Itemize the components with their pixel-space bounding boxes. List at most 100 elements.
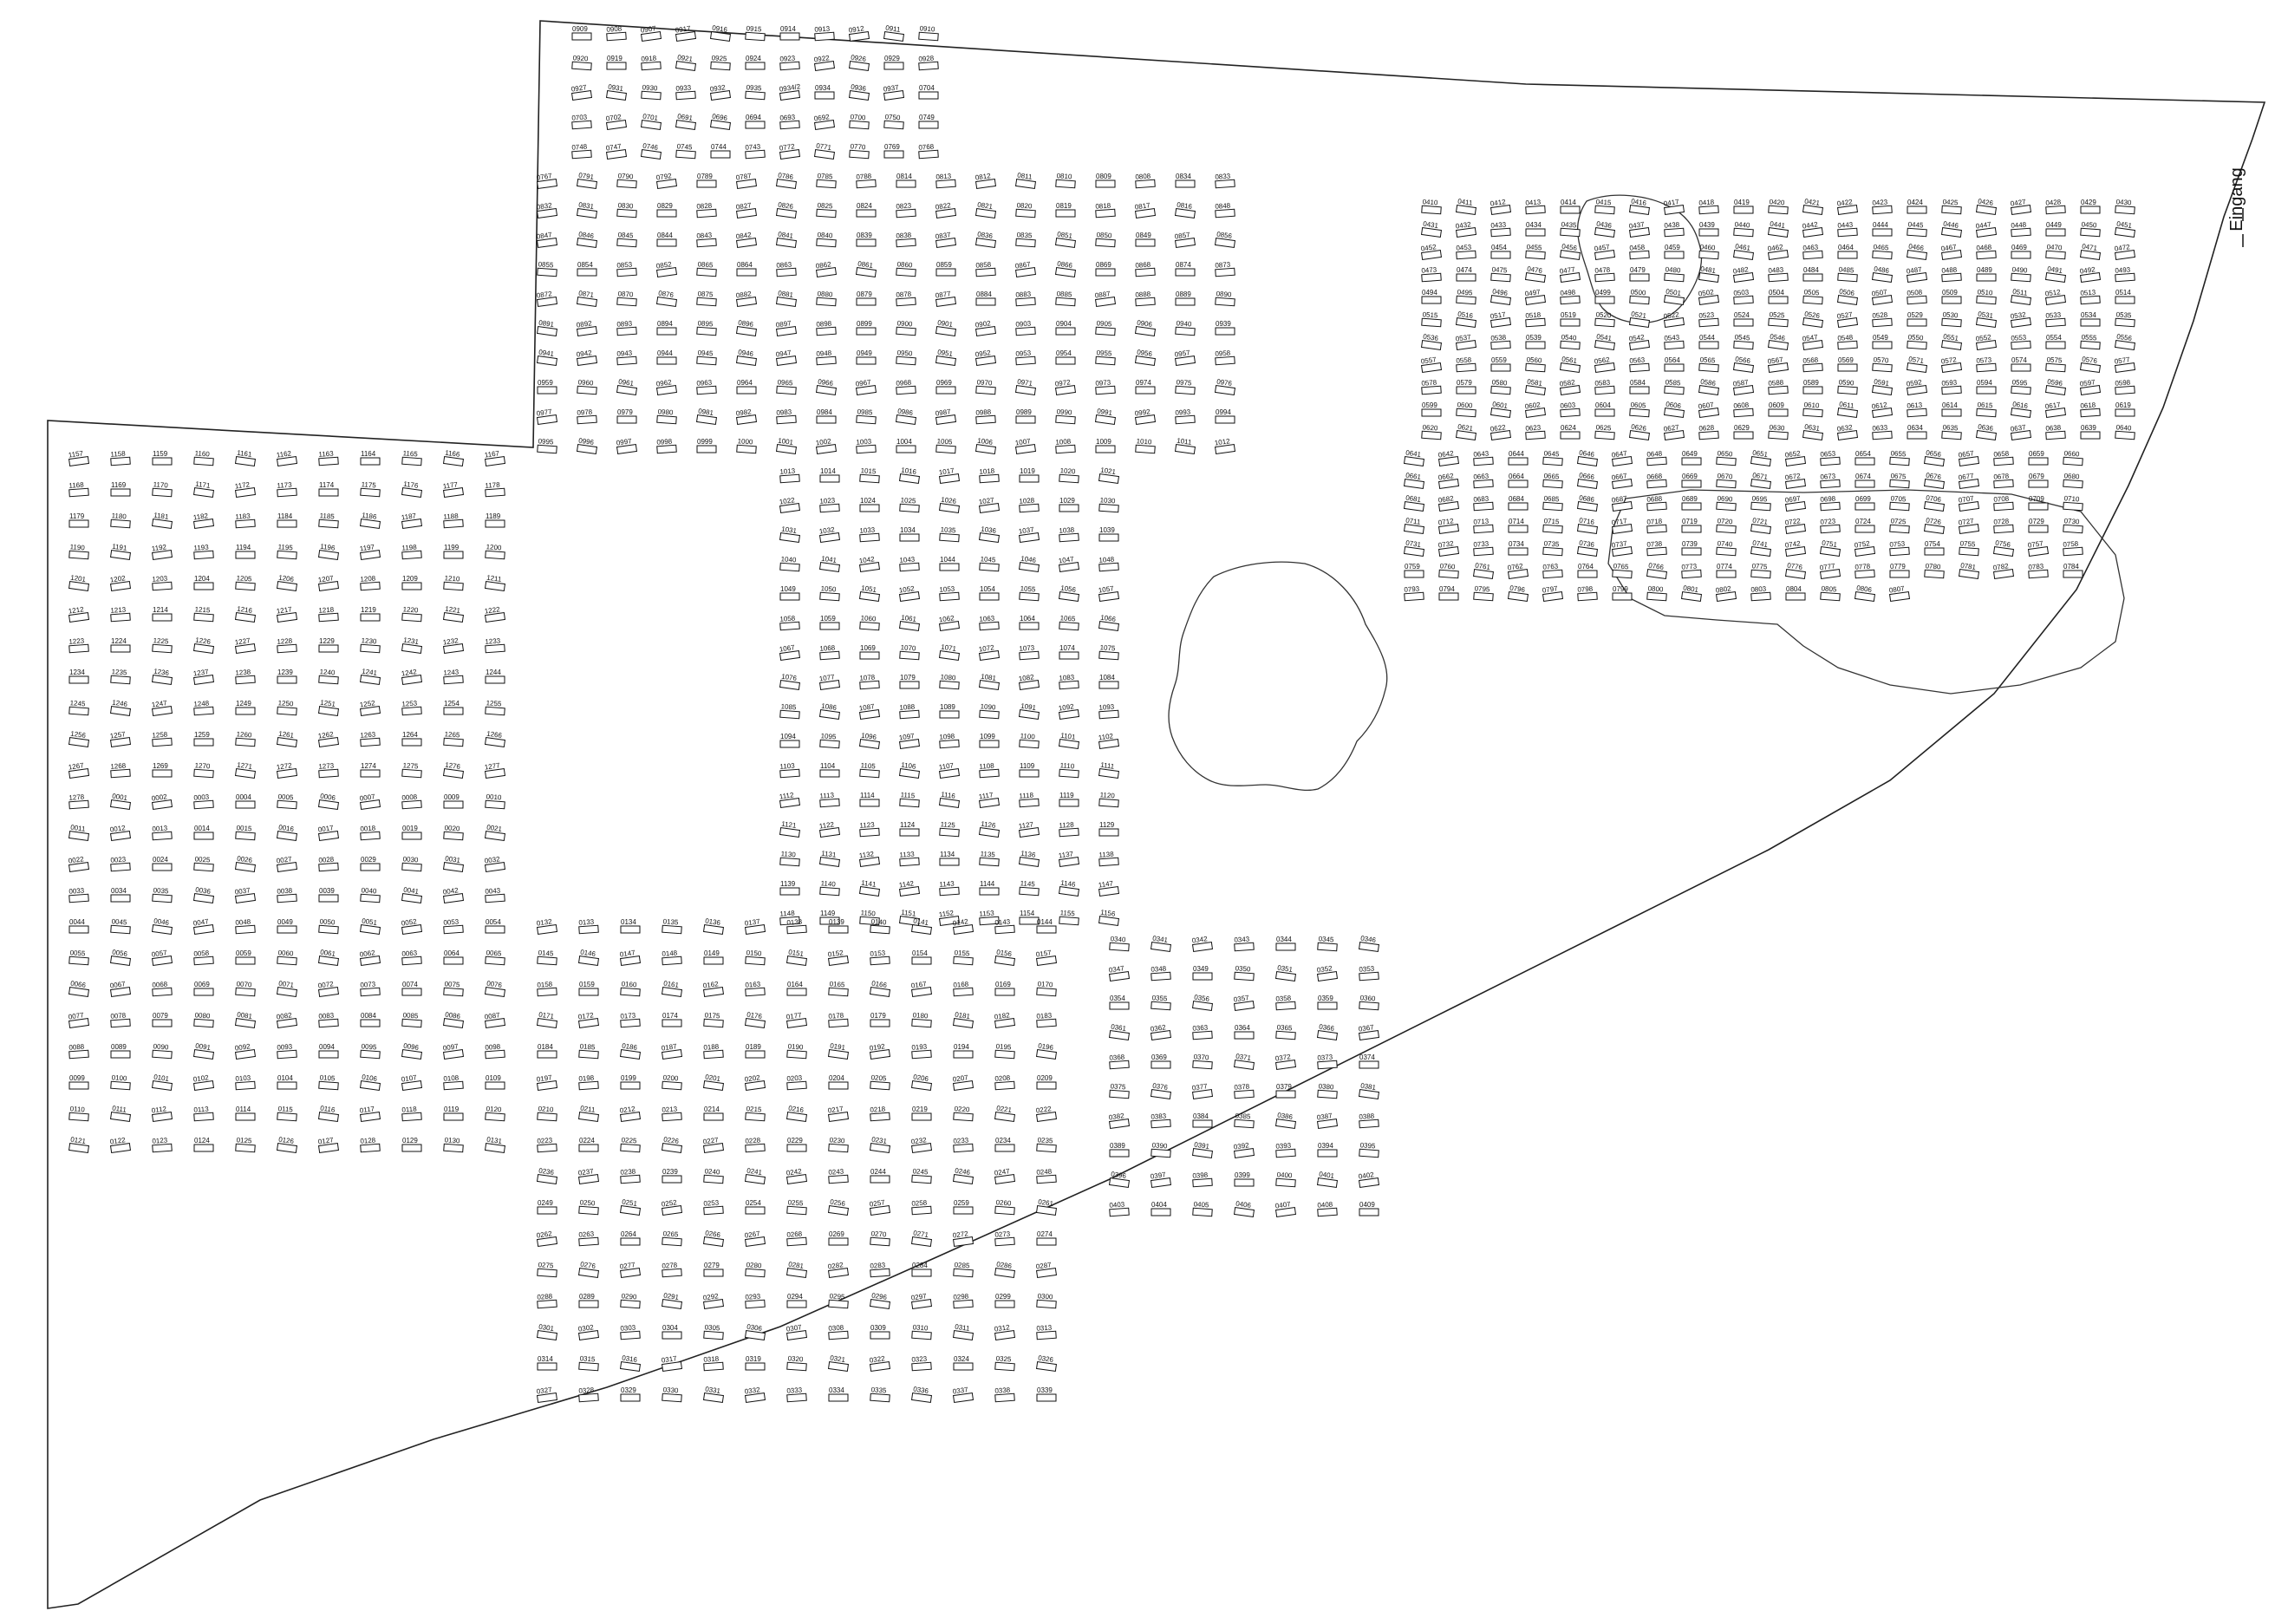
grave-plot[interactable]: 0709 [2028, 495, 2049, 511]
grave-plot[interactable]: 0013 [152, 824, 173, 841]
grave-plot[interactable]: 1135 [979, 850, 1000, 867]
grave-plot[interactable]: 0070 [235, 980, 256, 997]
grave-plot[interactable]: 1046 [1018, 555, 1040, 573]
grave-plot[interactable]: 1278 [68, 792, 89, 810]
grave-plot[interactable]: 0514 [2115, 289, 2135, 304]
grave-plot[interactable]: 0322 [869, 1354, 891, 1373]
grave-plot[interactable]: 1011 [1174, 437, 1196, 455]
grave-plot[interactable]: 0731 [1403, 539, 1425, 558]
grave-plot[interactable]: 1037 [1018, 525, 1040, 544]
grave-plot[interactable]: 1239 [277, 669, 297, 684]
grave-plot[interactable]: 0456 [1559, 243, 1581, 261]
grave-plot[interactable]: 0137 [744, 917, 766, 936]
grave-plot[interactable]: 0653 [1820, 449, 1841, 466]
grave-plot[interactable]: 1041 [818, 555, 841, 573]
grave-plot[interactable]: 1246 [109, 699, 132, 717]
grave-plot[interactable]: 0198 [578, 1073, 599, 1091]
grave-plot[interactable]: 0097 [442, 1042, 465, 1060]
grave-plot[interactable]: 0397 [1150, 1171, 1172, 1189]
grave-plot[interactable]: 0560 [1525, 355, 1546, 373]
grave-plot[interactable]: 0368 [1109, 1053, 1130, 1070]
grave-plot[interactable]: 0998 [656, 437, 677, 454]
grave-plot[interactable]: 0744 [710, 143, 731, 159]
grave-plot[interactable]: 0997 [616, 437, 638, 455]
grave-plot[interactable]: 0838 [896, 231, 916, 248]
grave-plot[interactable]: 0764 [1577, 563, 1598, 578]
grave-plot[interactable]: 1144 [979, 880, 1000, 896]
grave-plot[interactable]: 0580 [1490, 378, 1511, 395]
grave-plot[interactable]: 0238 [620, 1167, 641, 1184]
grave-plot[interactable]: 0416 [1628, 198, 1651, 216]
grave-plot[interactable]: 1105 [859, 761, 880, 779]
grave-plot[interactable]: 0658 [1993, 449, 2014, 466]
grave-plot[interactable]: 0199 [620, 1074, 641, 1090]
grave-plot[interactable]: 0068 [152, 980, 173, 997]
grave-plot[interactable]: 0512 [2044, 288, 2067, 306]
grave-plot[interactable]: 0959 [537, 379, 557, 395]
grave-plot[interactable]: 0217 [827, 1105, 850, 1123]
grave-plot[interactable]: 0028 [318, 855, 339, 872]
grave-plot[interactable]: 0566 [1732, 355, 1755, 374]
grave-plot[interactable]: 0879 [856, 290, 877, 306]
grave-plot[interactable]: 1240 [318, 668, 339, 685]
grave-plot[interactable]: 0197 [536, 1073, 558, 1092]
grave-plot[interactable]: 0327 [536, 1386, 558, 1404]
grave-plot[interactable]: 0342 [1191, 935, 1214, 953]
grave-plot[interactable]: 0439 [1698, 221, 1719, 237]
grave-plot[interactable]: 0567 [1767, 355, 1789, 374]
grave-plot[interactable]: 0059 [235, 949, 256, 965]
grave-plot[interactable]: 0955 [1095, 349, 1116, 366]
grave-plot[interactable]: 0380 [1317, 1082, 1338, 1099]
grave-plot[interactable]: 0355 [1151, 994, 1171, 1011]
grave-plot[interactable]: 0543 [1664, 333, 1685, 350]
grave-plot[interactable]: 0863 [776, 260, 797, 277]
grave-plot[interactable]: 0506 [1836, 288, 1859, 306]
grave-plot[interactable]: 0400 [1275, 1171, 1296, 1188]
grave-plot[interactable]: 0335 [870, 1386, 890, 1403]
grave-plot[interactable]: 0968 [896, 378, 916, 395]
grave-plot[interactable]: 0981 [695, 408, 718, 426]
grave-plot[interactable]: 0305 [703, 1323, 724, 1340]
grave-plot[interactable]: 0899 [856, 320, 877, 336]
grave-plot[interactable]: 1213 [110, 605, 131, 623]
grave-plot[interactable]: 0263 [578, 1229, 599, 1247]
grave-plot[interactable]: 0617 [2044, 401, 2067, 419]
grave-plot[interactable]: 0778 [1855, 562, 1875, 579]
grave-plot[interactable]: 0361 [1108, 1023, 1131, 1041]
grave-plot[interactable]: 1259 [193, 731, 214, 747]
grave-plot[interactable]: 0721 [1750, 517, 1772, 535]
grave-plot[interactable]: 1188 [443, 512, 464, 529]
grave-plot[interactable]: 0898 [816, 319, 837, 336]
grave-plot[interactable]: 0412 [1489, 198, 1512, 216]
grave-plot[interactable]: 0979 [616, 408, 637, 424]
grave-plot[interactable]: 0101 [151, 1073, 173, 1092]
grave-plot[interactable]: 0941 [536, 349, 558, 367]
grave-plot[interactable]: 0337 [952, 1386, 975, 1404]
grave-plot[interactable]: 0195 [994, 1042, 1015, 1060]
grave-plot[interactable]: 0680 [2063, 472, 2083, 489]
grave-plot[interactable]: 1076 [779, 673, 801, 691]
grave-plot[interactable]: 0957 [1174, 349, 1196, 367]
grave-plot[interactable]: 0678 [1993, 472, 2014, 489]
grave-plot[interactable]: 0282 [827, 1261, 850, 1279]
grave-plot[interactable]: 0613 [1907, 401, 1927, 418]
grave-plot[interactable]: 0628 [1698, 423, 1719, 440]
grave-plot[interactable]: 0447 [1975, 220, 1998, 238]
grave-plot[interactable]: 0685 [1542, 494, 1563, 512]
grave-plot[interactable]: 0973 [1095, 378, 1116, 395]
grave-plot[interactable]: 0844 [656, 232, 677, 247]
grave-plot[interactable]: 1124 [899, 821, 920, 837]
grave-plot[interactable]: 0434 [1525, 221, 1546, 237]
grave-plot[interactable]: 0729 [2028, 518, 2049, 533]
grave-plot[interactable]: 1043 [899, 555, 920, 572]
grave-plot[interactable]: 1029 [1059, 497, 1079, 512]
grave-plot[interactable]: 1205 [235, 574, 256, 591]
grave-plot[interactable]: 0762 [1507, 562, 1529, 580]
grave-plot[interactable]: 0690 [1716, 494, 1737, 512]
grave-plot[interactable]: 0708 [1993, 494, 2014, 512]
grave-plot[interactable]: 0152 [827, 949, 850, 967]
grave-plot[interactable]: 1051 [858, 584, 881, 603]
grave-plot[interactable]: 1126 [978, 820, 1001, 838]
grave-plot[interactable]: 0771 [813, 142, 836, 160]
grave-plot[interactable]: 0491 [2044, 265, 2067, 284]
